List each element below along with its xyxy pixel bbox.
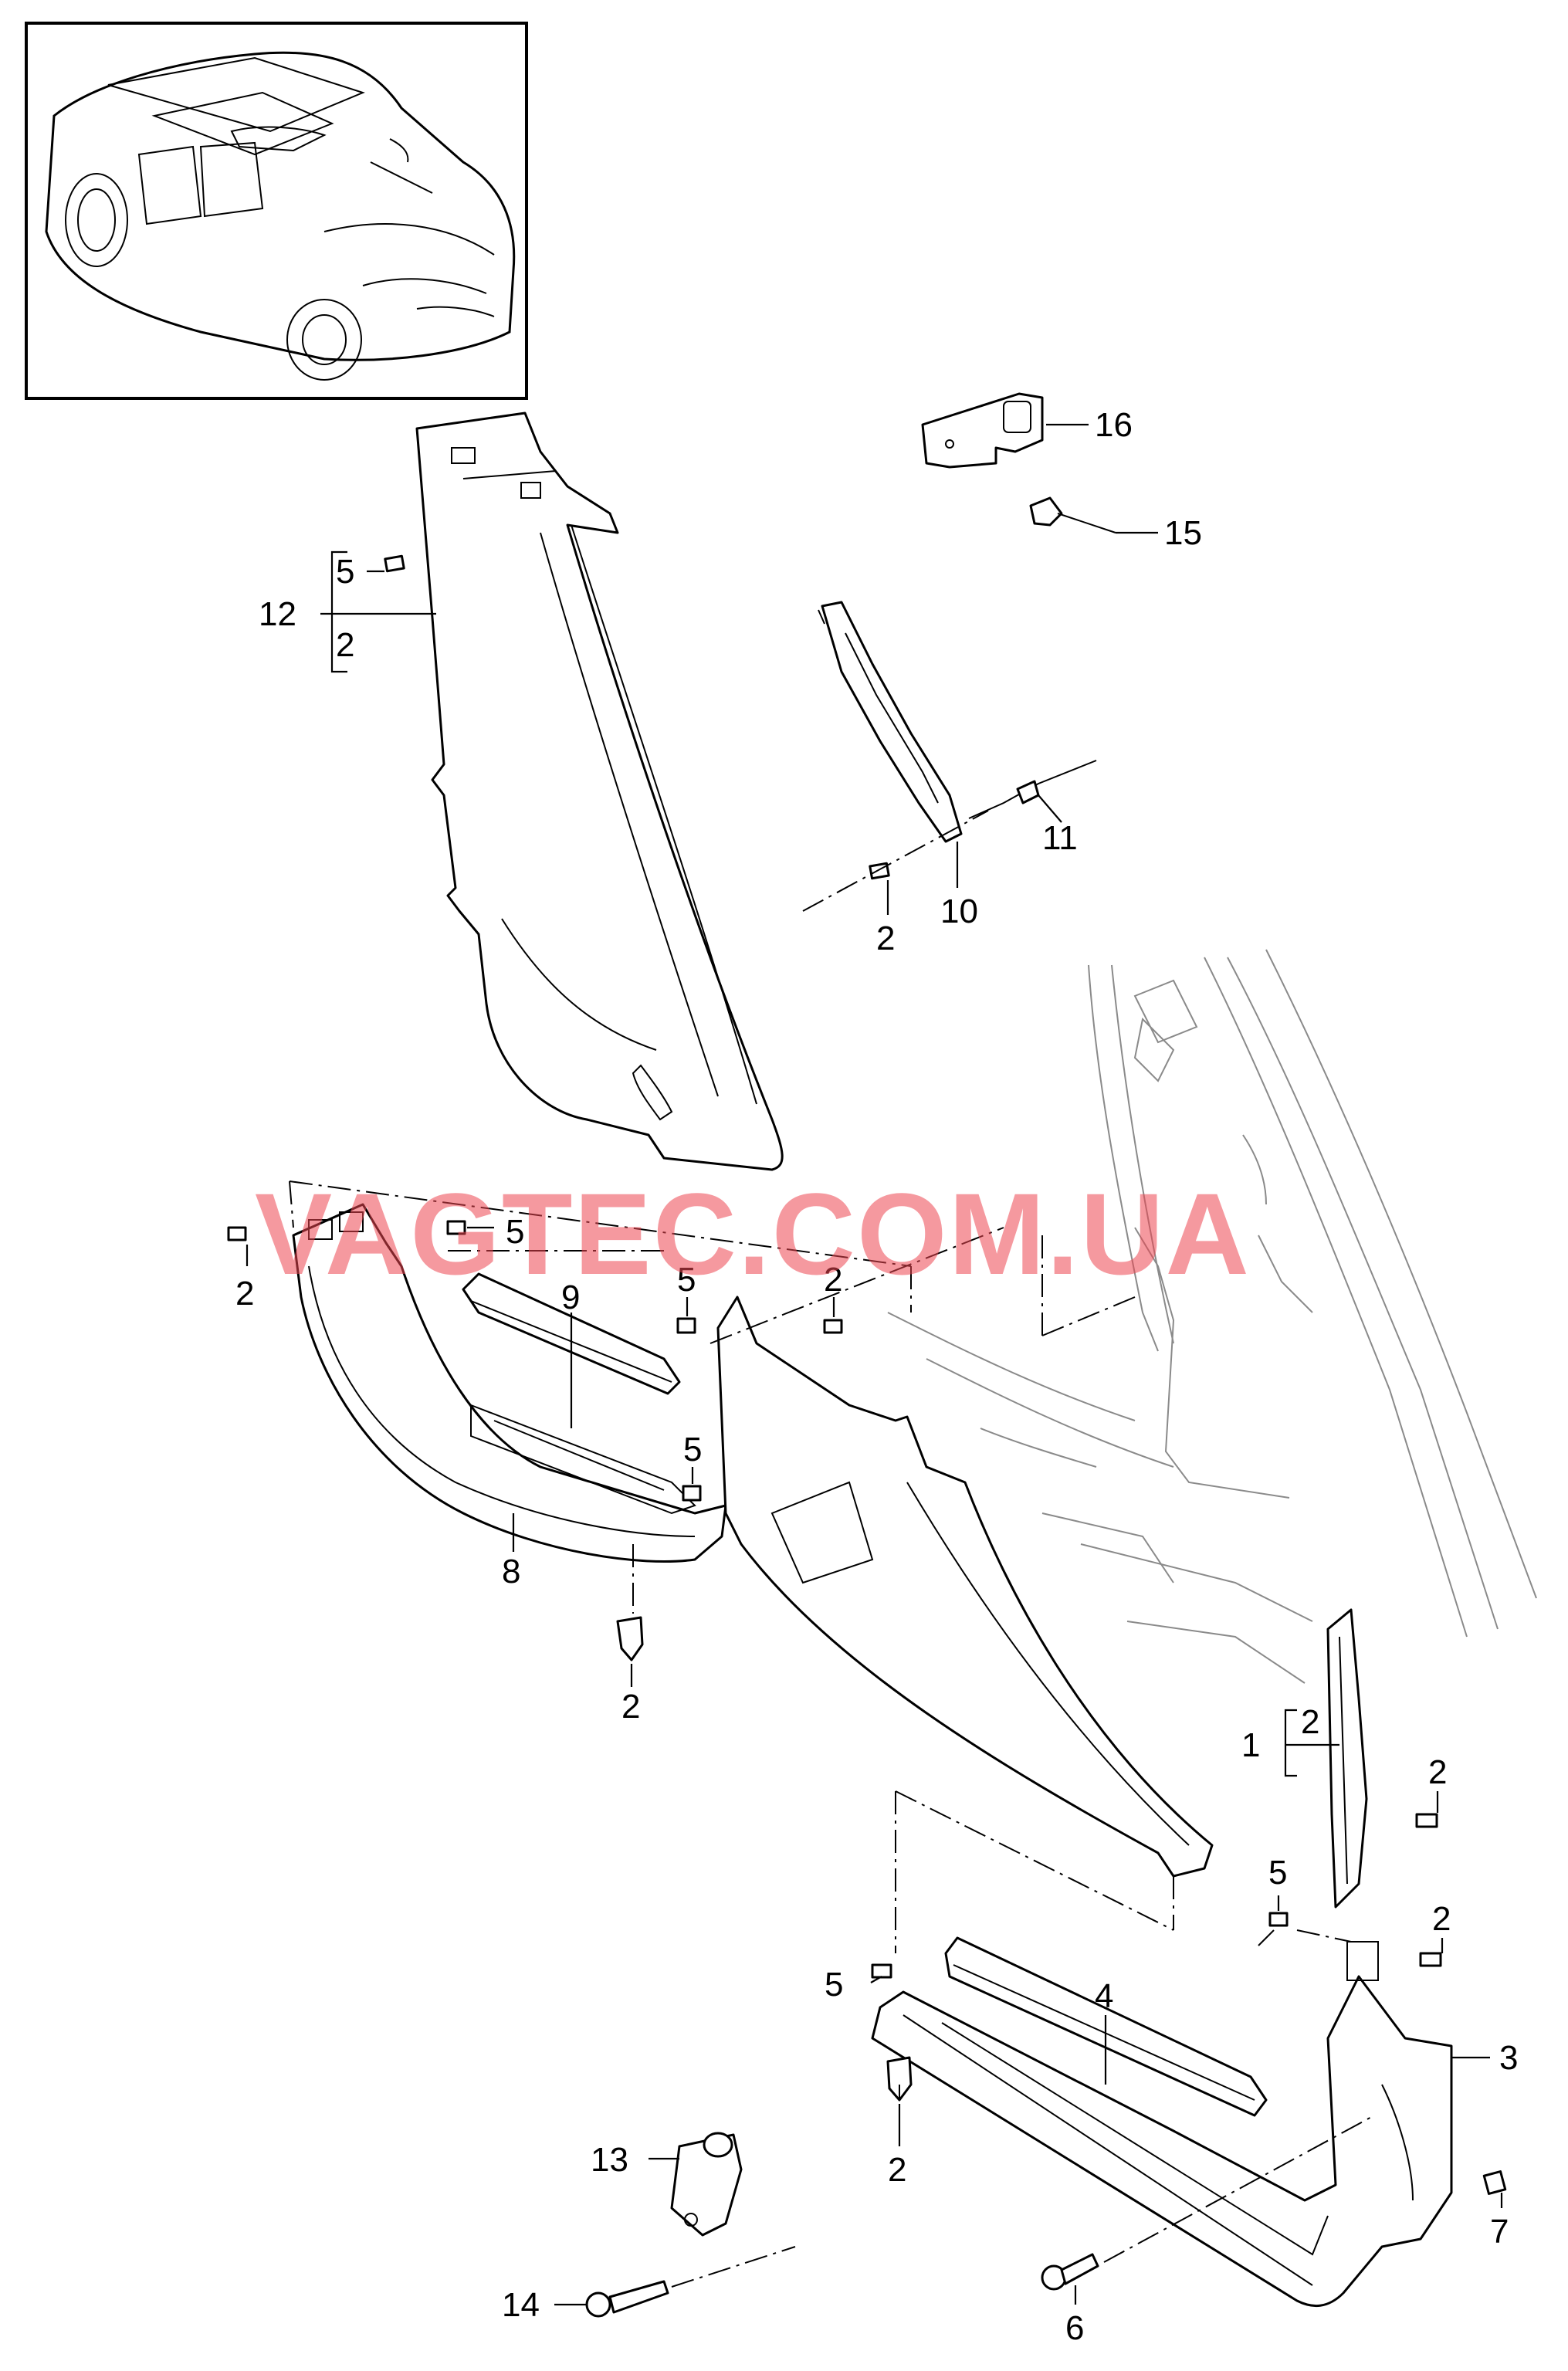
part-11-wire: [968, 760, 1097, 819]
callout-2-g: 2: [1428, 1753, 1447, 1791]
callout-9: 9: [561, 1279, 580, 1316]
part-12-pillar-trim: [415, 412, 784, 1171]
callout-2-a: 2: [336, 626, 354, 664]
callout-5-e: 5: [1268, 1854, 1287, 1892]
part-15-pin: [1029, 496, 1116, 533]
leader-lines: [246, 423, 1503, 2306]
callout-8: 8: [502, 1553, 520, 1590]
vehicle-thumbnail: [25, 22, 528, 400]
callout-12: 12: [259, 595, 296, 633]
part-6-screw: [1041, 2253, 1099, 2291]
callout-5-d: 5: [683, 1431, 702, 1468]
callout-5-c: 5: [677, 1261, 696, 1299]
part-8-sill-trim-rear: [292, 1203, 727, 1563]
callout-3: 3: [1499, 2039, 1518, 2077]
callout-14: 14: [502, 2286, 540, 2324]
callout-5-b: 5: [506, 1213, 524, 1251]
thumbnail-frame: [25, 22, 528, 400]
callout-2-c: 2: [235, 1275, 254, 1313]
callout-6: 6: [1065, 2309, 1084, 2347]
callout-16: 16: [1095, 406, 1133, 444]
callout-labels: 16 15 5 12 2 11 2 10 5 2 9 5 2 5 8 2 1 2…: [235, 406, 1518, 2347]
car-icon: [45, 51, 516, 381]
callout-4: 4: [1095, 1977, 1113, 2015]
watermark-text: VAGTEC.COM.UA: [255, 1169, 1251, 1299]
part-10-bracket: [818, 601, 963, 843]
callout-10: 10: [940, 893, 978, 930]
callout-2-i: 2: [888, 2151, 906, 2189]
callout-2-e: 2: [621, 1688, 640, 1726]
part-3-sill-trim-front: [871, 1941, 1453, 2308]
callout-13: 13: [591, 2141, 628, 2179]
callout-11: 11: [1042, 819, 1078, 857]
callout-2-h: 2: [1432, 1900, 1451, 1938]
callout-7: 7: [1490, 2213, 1509, 2251]
part-13-bracket: [670, 2132, 743, 2237]
lower-pillar-trim: [716, 1296, 1214, 1878]
part-1-pillar-strip: [1326, 1608, 1368, 1909]
part-16-bracket: [921, 392, 1044, 469]
alignment-lines: [289, 810, 1375, 2288]
callout-2-d: 2: [824, 1261, 842, 1299]
part-14-screw: [585, 2280, 669, 2318]
callout-1: 1: [1241, 1726, 1260, 1764]
clip-glyphs: [227, 554, 1442, 2102]
callout-5-f: 5: [825, 1966, 843, 2003]
callout-2-b: 2: [876, 920, 895, 957]
callout-5-a: 5: [336, 553, 354, 591]
callout-15: 15: [1164, 514, 1202, 552]
callout-2-f: 2: [1301, 1703, 1319, 1741]
part-7-clip: [1482, 2170, 1507, 2195]
body-shell-outline: [887, 949, 1537, 1684]
